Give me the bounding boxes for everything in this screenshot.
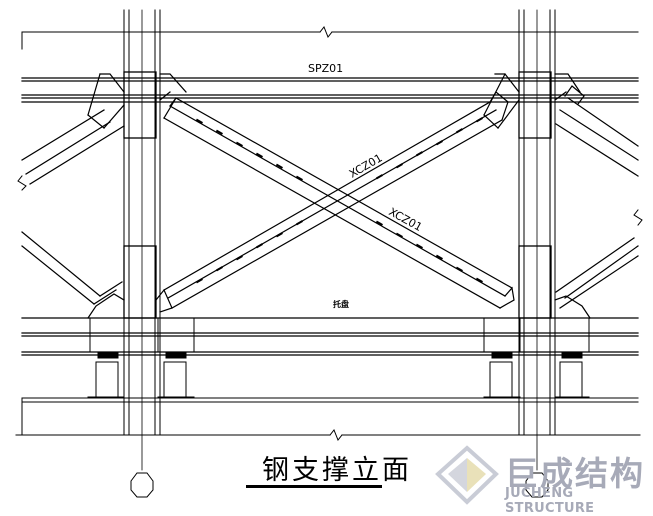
bottom-datum-line	[15, 429, 641, 441]
top-strut-spz01	[21, 77, 639, 103]
title-underline	[246, 485, 382, 488]
right-break-mark	[633, 209, 643, 226]
label-bracket: 托盘	[333, 299, 349, 309]
outer-brace-left-upper	[21, 109, 125, 185]
left-break-mark	[17, 175, 27, 191]
label-spz01: SPZ01	[308, 62, 343, 75]
top-right-knee-brace	[483, 73, 581, 129]
outer-brace-right-lower	[554, 237, 639, 319]
x-brace-ascending	[155, 91, 509, 313]
right-column	[518, 9, 556, 471]
top-datum-line	[21, 26, 639, 50]
drawing-title: 钢支撑立面	[262, 455, 412, 486]
base-slab	[21, 397, 639, 436]
left-column	[123, 9, 161, 471]
bearing-right-b	[554, 317, 590, 399]
grid-bubble-right	[525, 472, 549, 498]
brace-ticks	[195, 117, 483, 284]
bottom-beam	[21, 317, 639, 356]
bearing-left-a	[87, 317, 125, 399]
label-xcz01-descending: XCZ01	[387, 205, 425, 234]
watermark-brand: 巨成结构	[505, 454, 645, 493]
bearing-left-b	[157, 317, 195, 399]
jucheng-logo-icon	[435, 445, 499, 505]
top-left-knee-brace	[87, 73, 187, 129]
outer-brace-right-upper	[555, 85, 639, 177]
grid-bubble-left	[130, 472, 154, 498]
outer-brace-left-lower	[21, 231, 125, 319]
bearing-right-a	[483, 317, 521, 399]
watermark-brand-sub: JUCHENG STRUCTURE	[505, 486, 595, 516]
